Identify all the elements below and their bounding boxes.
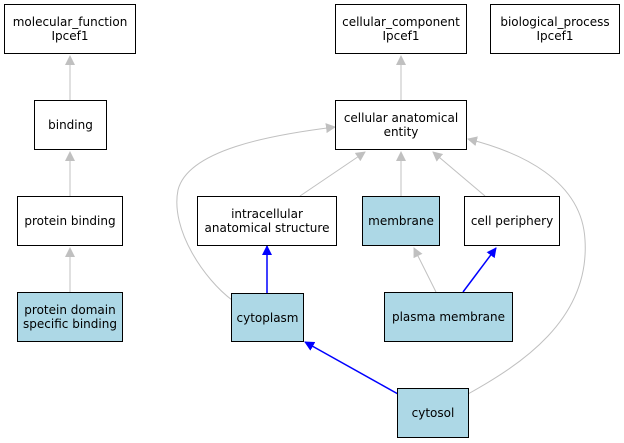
node-membrane[interactable]: membrane (362, 196, 440, 246)
node-cell-periphery[interactable]: cell periphery (464, 196, 560, 246)
edge-plasma-membrane-to-membrane (413, 247, 437, 293)
node-cytosol[interactable]: cytosol (397, 388, 469, 438)
node-intracellular-anatomical-structure[interactable]: intracellular anatomical structure (197, 196, 337, 246)
node-cytoplasm[interactable]: cytoplasm (231, 293, 304, 342)
node-cellular-anatomical-entity[interactable]: cellular anatomical entity (335, 100, 467, 150)
edge-cell-periphery-to-cellular-anatomical-entity (432, 151, 486, 197)
node-protein-binding[interactable]: protein binding (17, 196, 123, 246)
node-binding[interactable]: binding (34, 100, 107, 150)
edge-cytoplasm-to-cellular-anatomical-entity (176, 123, 336, 301)
node-biological-process[interactable]: biological_process Ipcef1 (490, 4, 620, 54)
node-cellular-component[interactable]: cellular_component Ipcef1 (335, 4, 467, 54)
node-molecular-function[interactable]: molecular_function Ipcef1 (4, 4, 136, 54)
edge-cytosol-part-of-cytoplasm (304, 341, 399, 395)
edge-cytosol-to-cellular-anatomical-entity (467, 136, 586, 395)
node-protein-domain-specific-binding[interactable]: protein domain specific binding (17, 292, 123, 342)
edge-plasma-membrane-part-of-cell-periphery (462, 247, 497, 293)
edge-intracellular-to-cellular-anatomical-entity (299, 151, 366, 197)
node-plasma-membrane[interactable]: plasma membrane (384, 292, 513, 342)
